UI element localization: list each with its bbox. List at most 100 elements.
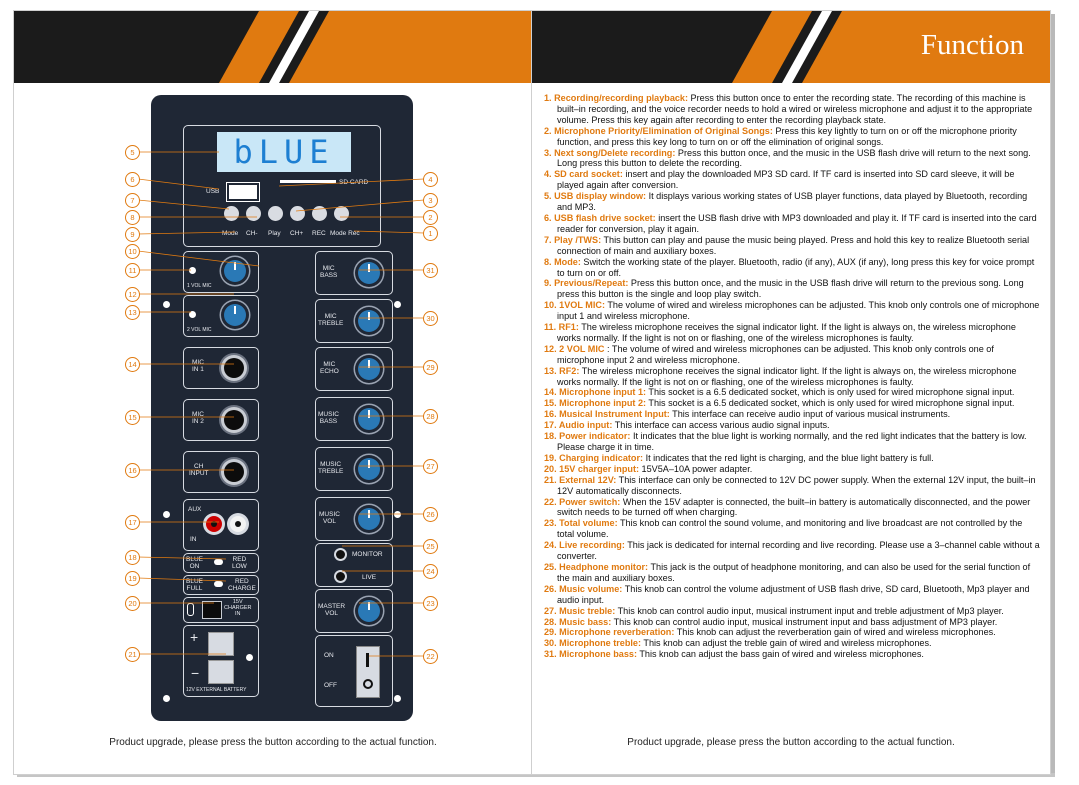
function-title: 12. 2 VOL MIC — [544, 343, 605, 354]
aux-red-jack[interactable] — [206, 516, 222, 532]
vol-mic1-module: 1 VOL MIC — [183, 251, 259, 293]
function-description: When the 15V adapter is connected, the b… — [557, 496, 1031, 518]
function-title: 10. 1VOL MIC: — [544, 300, 605, 311]
battery-negative-terminal[interactable] — [208, 660, 234, 684]
function-title: 18. Power indicator: — [544, 431, 631, 442]
music-vol-module: MUSIC VOL — [315, 497, 393, 541]
callout-number: 19 — [125, 571, 140, 586]
function-description: The wireless microphone receives the sig… — [557, 365, 1017, 387]
music-treble-knob[interactable] — [358, 458, 380, 480]
callout-number: 10 — [125, 244, 140, 259]
function-description: It displays various working states of US… — [557, 191, 1028, 213]
page-shadow-bottom — [17, 773, 1055, 777]
function-title: 13. RF2: — [544, 365, 580, 376]
function-item: 8. Mode: Switch the working state of the… — [544, 257, 1042, 279]
callout-number: 12 — [125, 287, 140, 302]
monitor-label: MONITOR — [352, 551, 383, 558]
mic-in2-jack[interactable] — [224, 410, 244, 430]
callout-number: 29 — [423, 360, 438, 375]
callout-number: 11 — [125, 263, 140, 278]
mic-in1-jack[interactable] — [224, 358, 244, 378]
callout-number: 13 — [125, 305, 140, 320]
function-description: 15V5A–10A power adapter. — [639, 463, 753, 474]
function-title: 1. Recording/recording playback: — [544, 93, 689, 103]
mic-bass-module: MIC BASS — [315, 251, 393, 295]
function-description: It indicates that the red light is charg… — [643, 452, 934, 463]
mic-echo-knob[interactable] — [358, 358, 380, 380]
power-on-label: ON — [324, 652, 334, 659]
master-vol-knob[interactable] — [358, 600, 380, 622]
mic-treble-knob[interactable] — [358, 310, 380, 332]
mode-rec-button[interactable] — [334, 206, 349, 221]
function-description: insert and play the downloaded MP3 SD ca… — [557, 169, 1015, 191]
function-description: This socket is a 6.5 dedicated socket, w… — [646, 387, 1015, 398]
mic-in2-label: MIC IN 2 — [192, 411, 204, 425]
monitor-jack[interactable] — [336, 550, 345, 559]
music-bass-knob[interactable] — [358, 408, 380, 430]
vol-mic1-knob[interactable] — [224, 260, 246, 282]
function-description: Press this key lightly to turn on or off… — [557, 125, 1017, 147]
function-title: 2. Microphone Priority/Elimination of Or… — [544, 125, 773, 136]
power-indicator-module: BLUE ON RED LOW — [183, 553, 259, 573]
ch-minus-button[interactable] — [246, 206, 261, 221]
callout-number: 22 — [423, 649, 438, 664]
function-description: This interface can access various audio … — [612, 420, 830, 431]
master-vol-module: MASTER VOL — [315, 589, 393, 633]
vol-mic2-label: 2 VOL MIC — [187, 327, 212, 333]
function-title: 15. Microphone input 2: — [544, 398, 647, 409]
function-title: 16. Musical Instrument Input: — [544, 409, 670, 420]
function-item: 20. 15V charger input: 15V5A–10A power a… — [544, 464, 1042, 475]
charger-socket[interactable] — [202, 601, 222, 619]
mic-bass-knob[interactable] — [358, 262, 380, 284]
function-title: 11. RF1: — [544, 322, 579, 333]
function-description: This socket is a 6.5 dedicated socket, w… — [646, 398, 1015, 409]
function-description: This knob can control the sound volume, … — [557, 518, 1023, 540]
function-title: 26. Music volume: — [544, 583, 623, 594]
function-description: This jack is dedicated for internal reco… — [557, 540, 1040, 562]
rf2-indicator — [189, 311, 196, 318]
function-title: 19. Charging indicator: — [544, 452, 644, 463]
music-vol-knob[interactable] — [358, 508, 380, 530]
callout-number: 24 — [423, 564, 438, 579]
function-title: 23. Total volume: — [544, 518, 618, 529]
function-item: 31. Microphone bass: This knob can adjus… — [544, 649, 1042, 660]
function-title: 31. Microphone bass: — [544, 649, 637, 660]
function-title: 27. Music treble: — [544, 605, 616, 616]
mount-hole — [163, 695, 170, 702]
function-description: : The volume of wired and wireless micro… — [557, 343, 994, 365]
ch-plus-button[interactable] — [290, 206, 305, 221]
live-jack[interactable] — [336, 572, 345, 581]
callout-number: 23 — [423, 596, 438, 611]
sd-card-slot[interactable] — [280, 180, 336, 183]
play-button[interactable] — [268, 206, 283, 221]
function-title: 4. SD card socket: — [544, 169, 623, 180]
ch-input-label: CH INPUT — [189, 463, 209, 477]
vol-mic2-knob[interactable] — [224, 304, 246, 326]
player-module: bLUE USB SD CARD Mode CH- Play CH+ REC M… — [183, 125, 381, 247]
function-item: 29. Microphone reverberation: This knob … — [544, 627, 1042, 638]
battery-positive-terminal[interactable] — [208, 632, 234, 656]
master-vol-label: MASTER VOL — [318, 603, 346, 617]
ch-input-jack[interactable] — [224, 462, 244, 482]
power-ind-left-label: BLUE ON — [186, 556, 203, 570]
mic-in1-module: MIC IN 1 — [183, 347, 259, 389]
aux-white-jack[interactable] — [230, 516, 246, 532]
rec-button[interactable] — [312, 206, 327, 221]
function-description: Press this button once, and the music in… — [557, 278, 1024, 300]
charger-module: 15V CHARGER IN — [183, 597, 259, 623]
function-item: 17. Audio input: This interface can acce… — [544, 420, 1042, 431]
vol-mic2-module: 2 VOL MIC — [183, 295, 259, 337]
function-item: 12. 2 VOL MIC : The volume of wired and … — [544, 344, 1042, 366]
power-indicator — [214, 559, 223, 565]
function-item: 11. RF1: The wireless microphone receive… — [544, 322, 1042, 344]
mode-button[interactable] — [224, 206, 239, 221]
callout-number: 28 — [423, 409, 438, 424]
power-switch[interactable] — [356, 646, 380, 698]
usb-label: USB — [206, 188, 220, 195]
function-title: 24. Live recording: — [544, 540, 625, 551]
header-stripes — [732, 11, 1050, 83]
usb-socket[interactable] — [227, 183, 259, 201]
function-item: 21. External 12V: This interface can onl… — [544, 475, 1042, 497]
callout-number: 7 — [125, 193, 140, 208]
music-treble-label: MUSIC TREBLE — [318, 461, 344, 475]
